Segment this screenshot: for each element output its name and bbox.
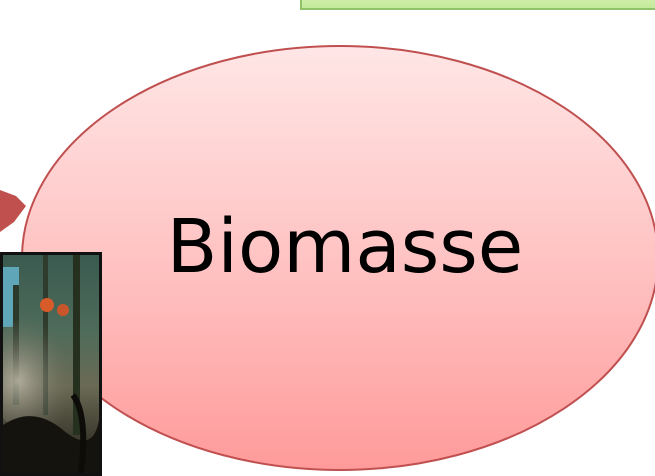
forest-fire-photo (0, 252, 102, 476)
biomasse-label: Biomasse (100, 192, 590, 302)
arrow-head-icon (0, 190, 26, 232)
forest-photo-icon (3, 255, 99, 473)
